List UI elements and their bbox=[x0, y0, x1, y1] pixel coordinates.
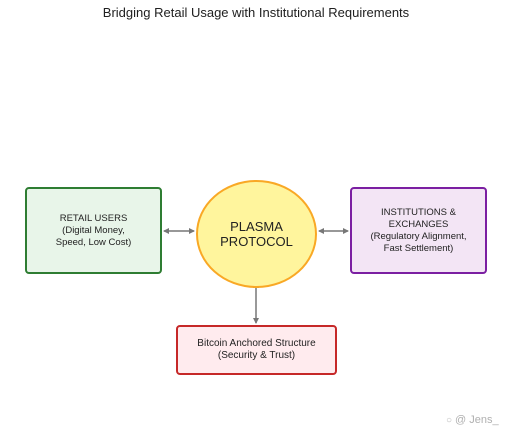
diagram-title: Bridging Retail Usage with Institutional… bbox=[102, 5, 410, 20]
retail-users-detail-1: (Digital Money, bbox=[62, 224, 125, 236]
plasma-label-1: PLASMA bbox=[230, 219, 283, 234]
watermark: ○ @ Jens_ bbox=[446, 414, 499, 426]
institutions-detail-1: (Regulatory Alignment, bbox=[370, 230, 467, 242]
bitcoin-detail: (Security & Trust) bbox=[217, 350, 296, 361]
bitcoin-label: Bitcoin Anchored Structure bbox=[197, 338, 316, 349]
retail-users-detail-2: Speed, Low Cost) bbox=[55, 236, 132, 248]
institutions-label-1: INSTITUTIONS & bbox=[381, 206, 456, 218]
watermark-text: @ Jens_ bbox=[455, 414, 499, 426]
institutions-label-2: EXCHANGES bbox=[388, 218, 449, 230]
retail-users-box: RETAIL USERS (Digital Money, Speed, Low … bbox=[25, 187, 162, 274]
plasma-protocol-node: PLASMA PROTOCOL bbox=[196, 180, 317, 288]
institutions-box: INSTITUTIONS & EXCHANGES (Regulatory Ali… bbox=[350, 187, 487, 274]
retail-users-label: RETAIL USERS bbox=[59, 212, 128, 224]
bitcoin-structure-box: Bitcoin Anchored Structure (Security & T… bbox=[176, 325, 337, 375]
chat-bubble-icon: ○ bbox=[446, 414, 453, 426]
plasma-label-2: PROTOCOL bbox=[220, 234, 293, 249]
institutions-detail-2: Fast Settlement) bbox=[383, 242, 454, 254]
